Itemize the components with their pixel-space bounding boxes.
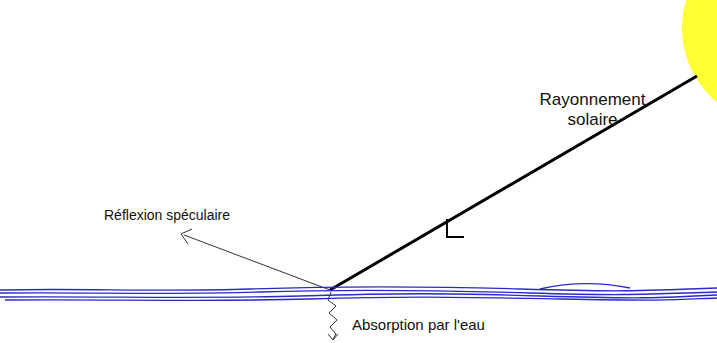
water-surface — [0, 284, 717, 301]
absorption-label: Absorption par l'eau — [352, 316, 572, 334]
sun — [682, 0, 717, 124]
ray-arrowhead — [447, 219, 464, 237]
reflection-ray — [184, 235, 330, 290]
absorption-line — [328, 292, 337, 339]
absorption-arrowhead — [328, 334, 338, 340]
reflection-arrowhead — [181, 229, 192, 244]
reflection-label: Réflexion spéculaire — [104, 207, 294, 224]
ray-label: Rayonnement solaire — [530, 90, 655, 131]
solar-ray — [330, 76, 697, 290]
